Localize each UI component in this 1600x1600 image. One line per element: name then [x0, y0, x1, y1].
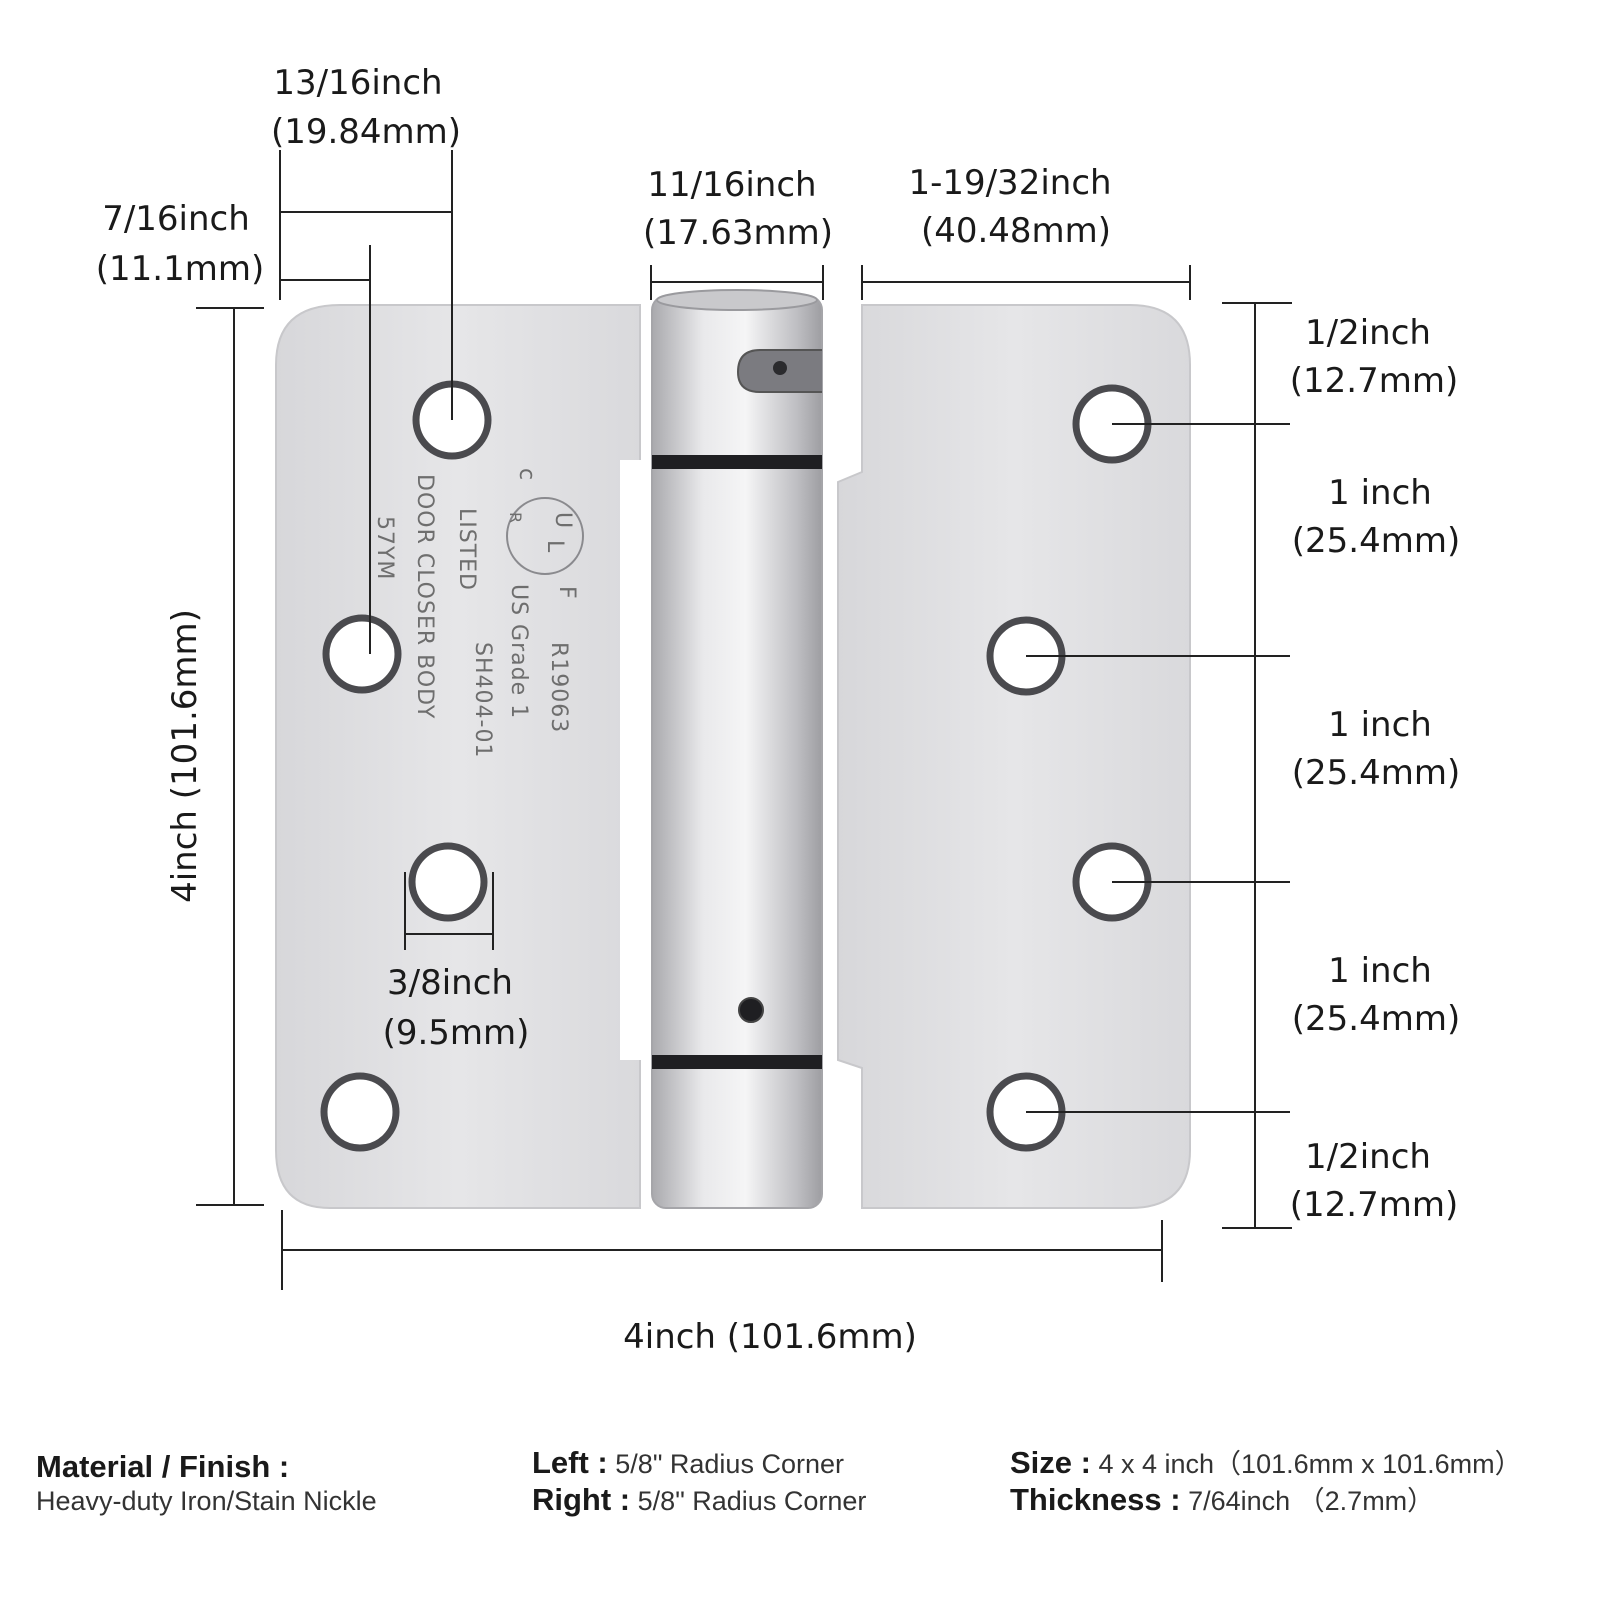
dim-bottom-margin: 1/2inch: [1305, 1137, 1431, 1177]
dim-width: 4inch (101.6mm): [623, 1317, 917, 1357]
dim-spacing-1-mm: (25.4mm): [1292, 521, 1460, 561]
svg-text:R: R: [506, 512, 525, 524]
dim-hole-mm: (9.5mm): [383, 1013, 530, 1053]
dim-leaf-mm: (40.48mm): [921, 211, 1111, 251]
dim-barrel: 11/16inch: [647, 165, 816, 205]
spec-right-value: 5/8" Radius Corner: [637, 1486, 867, 1517]
stamp-line: SH404-01: [470, 642, 495, 758]
dim-top-margin: 1/2inch: [1305, 313, 1431, 353]
spec-material: Material / Finish : Heavy-duty Iron/Stai…: [36, 1448, 377, 1518]
dim-hole: 3/8inch: [387, 963, 513, 1003]
dim-13-16: 13/16inch: [273, 63, 442, 103]
stamp-line: 57YM: [372, 516, 397, 580]
right-leaf: [837, 304, 1191, 1209]
screw-hole: [322, 614, 402, 694]
spec-material-value: Heavy-duty Iron/Stain Nickle: [36, 1486, 377, 1517]
dim-spacing-3: 1 inch: [1328, 951, 1432, 991]
dim-top-margin-mm: (12.7mm): [1290, 361, 1458, 401]
dimension-lines: [196, 150, 1292, 1290]
dim-7-16: 7/16inch: [102, 199, 250, 239]
svg-text:c: c: [514, 468, 539, 481]
dimension-labels: 13/16inch (19.84mm) 7/16inch (11.1mm) 11…: [96, 63, 1460, 1357]
svg-text:L: L: [542, 540, 567, 553]
dim-barrel-mm: (17.63mm): [643, 213, 833, 253]
stamp-line: DOOR CLOSER BODY: [412, 474, 437, 719]
left-leaf-notch: [620, 460, 644, 1060]
stamp-markings: DOOR CLOSER BODY 57YM LISTED SH404-01 US…: [372, 468, 584, 758]
dim-spacing-2-mm: (25.4mm): [1292, 753, 1460, 793]
spec-thickness-value: 7/64inch （2.7mm）: [1188, 1486, 1435, 1517]
left-leaf: [275, 304, 641, 1209]
dim-7-16-mm: (11.1mm): [96, 249, 264, 289]
dim-13-16-mm: (19.84mm): [271, 112, 461, 152]
dim-spacing-3-mm: (25.4mm): [1292, 999, 1460, 1039]
spec-size-value: 4 x 4 inch（101.6mm x 101.6mm）: [1098, 1449, 1522, 1479]
screw-hole: [408, 842, 488, 922]
stamp-line: US Grade 1: [506, 584, 531, 719]
dim-spacing-2: 1 inch: [1328, 705, 1432, 745]
spec-material-label: Material / Finish :: [36, 1449, 290, 1484]
spec-left-label: Left :: [532, 1445, 608, 1480]
dim-bottom-margin-mm: (12.7mm): [1290, 1185, 1458, 1225]
spec-size-label: Size :: [1010, 1445, 1091, 1480]
spec-left-value: 5/8" Radius Corner: [615, 1449, 844, 1479]
stamp-line: R19063: [546, 642, 571, 733]
stamp-line: LISTED: [454, 508, 479, 591]
dim-height: 4inch (101.6mm): [165, 609, 205, 903]
spec-thickness-label: Thickness :: [1010, 1482, 1181, 1518]
hinge-barrel: [651, 289, 823, 1209]
svg-text:F: F: [554, 586, 579, 600]
ul-mark: [506, 497, 584, 575]
spec-left-right: Left : 5/8" Radius Corner Right : 5/8" R…: [532, 1444, 866, 1518]
svg-text:U: U: [550, 512, 575, 529]
spec-size-thickness: Size : 4 x 4 inch（101.6mm x 101.6mm） Thi…: [1010, 1444, 1522, 1518]
dim-leaf: 1-19/32inch: [908, 163, 1111, 203]
screw-hole: [320, 1072, 400, 1152]
dim-spacing-1: 1 inch: [1328, 473, 1432, 513]
spec-right-label: Right :: [532, 1482, 631, 1518]
